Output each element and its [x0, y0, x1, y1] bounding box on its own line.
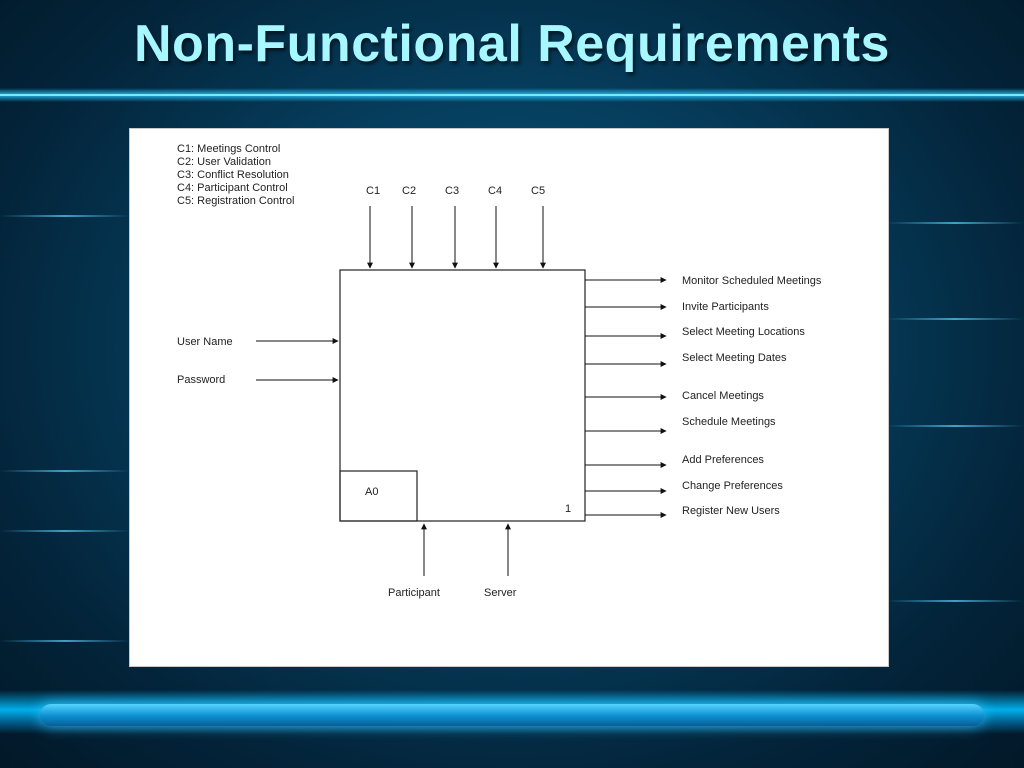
diagram-panel: C1: Meetings Control C2: User Validation…: [129, 128, 889, 667]
box-number: 1: [565, 503, 571, 515]
output-label: Change Preferences: [682, 480, 783, 492]
mechanism-arrows: Participant Server: [388, 523, 517, 599]
mechanism-label: Participant: [388, 587, 440, 599]
top-glow-line: [0, 94, 1024, 96]
light-streak: [0, 530, 130, 532]
control-label: C4: [488, 185, 502, 197]
light-streak: [886, 425, 1024, 427]
light-streak: [886, 222, 1024, 224]
output-label: Select Meeting Dates: [682, 352, 787, 364]
control-label: C1: [366, 185, 380, 197]
legend-item: C2: User Validation: [177, 156, 271, 168]
control-label: C3: [445, 185, 459, 197]
legend-item: C5: Registration Control: [177, 195, 294, 207]
function-box: [339, 269, 586, 522]
output-label: Invite Participants: [682, 301, 769, 313]
legend-item: C3: Conflict Resolution: [177, 169, 289, 181]
legend-item: C1: Meetings Control: [177, 143, 280, 155]
input-arrows: User Name Password: [177, 336, 339, 386]
control-arrows: C1 C2 C3 C4 C5: [366, 185, 546, 269]
output-label: Cancel Meetings: [682, 390, 764, 402]
light-streak: [886, 318, 1024, 320]
light-streak: [0, 470, 130, 472]
output-arrows: Monitor Scheduled Meetings Invite Partic…: [585, 275, 822, 518]
output-label: Select Meeting Locations: [682, 326, 805, 338]
bottom-decorative-bar: [40, 704, 984, 726]
input-label: User Name: [177, 336, 233, 348]
light-streak: [0, 215, 130, 217]
mechanism-label: Server: [484, 587, 517, 599]
idef0-diagram: C1: Meetings Control C2: User Validation…: [177, 143, 822, 599]
input-label: Password: [177, 374, 225, 386]
output-label: Schedule Meetings: [682, 416, 776, 428]
output-label: Add Preferences: [682, 454, 764, 466]
light-streak: [886, 600, 1024, 602]
box-id: A0: [365, 486, 378, 498]
legend-item: C4: Participant Control: [177, 182, 288, 194]
control-label: C2: [402, 185, 416, 197]
output-label: Register New Users: [682, 505, 780, 517]
box-id-cell: [339, 470, 418, 522]
light-streak: [0, 640, 130, 642]
control-legend: C1: Meetings Control C2: User Validation…: [177, 143, 294, 207]
top-glow-band: [0, 88, 1024, 102]
slide-title: Non-Functional Requirements: [134, 15, 890, 73]
output-label: Monitor Scheduled Meetings: [682, 275, 822, 287]
control-label: C5: [531, 185, 545, 197]
